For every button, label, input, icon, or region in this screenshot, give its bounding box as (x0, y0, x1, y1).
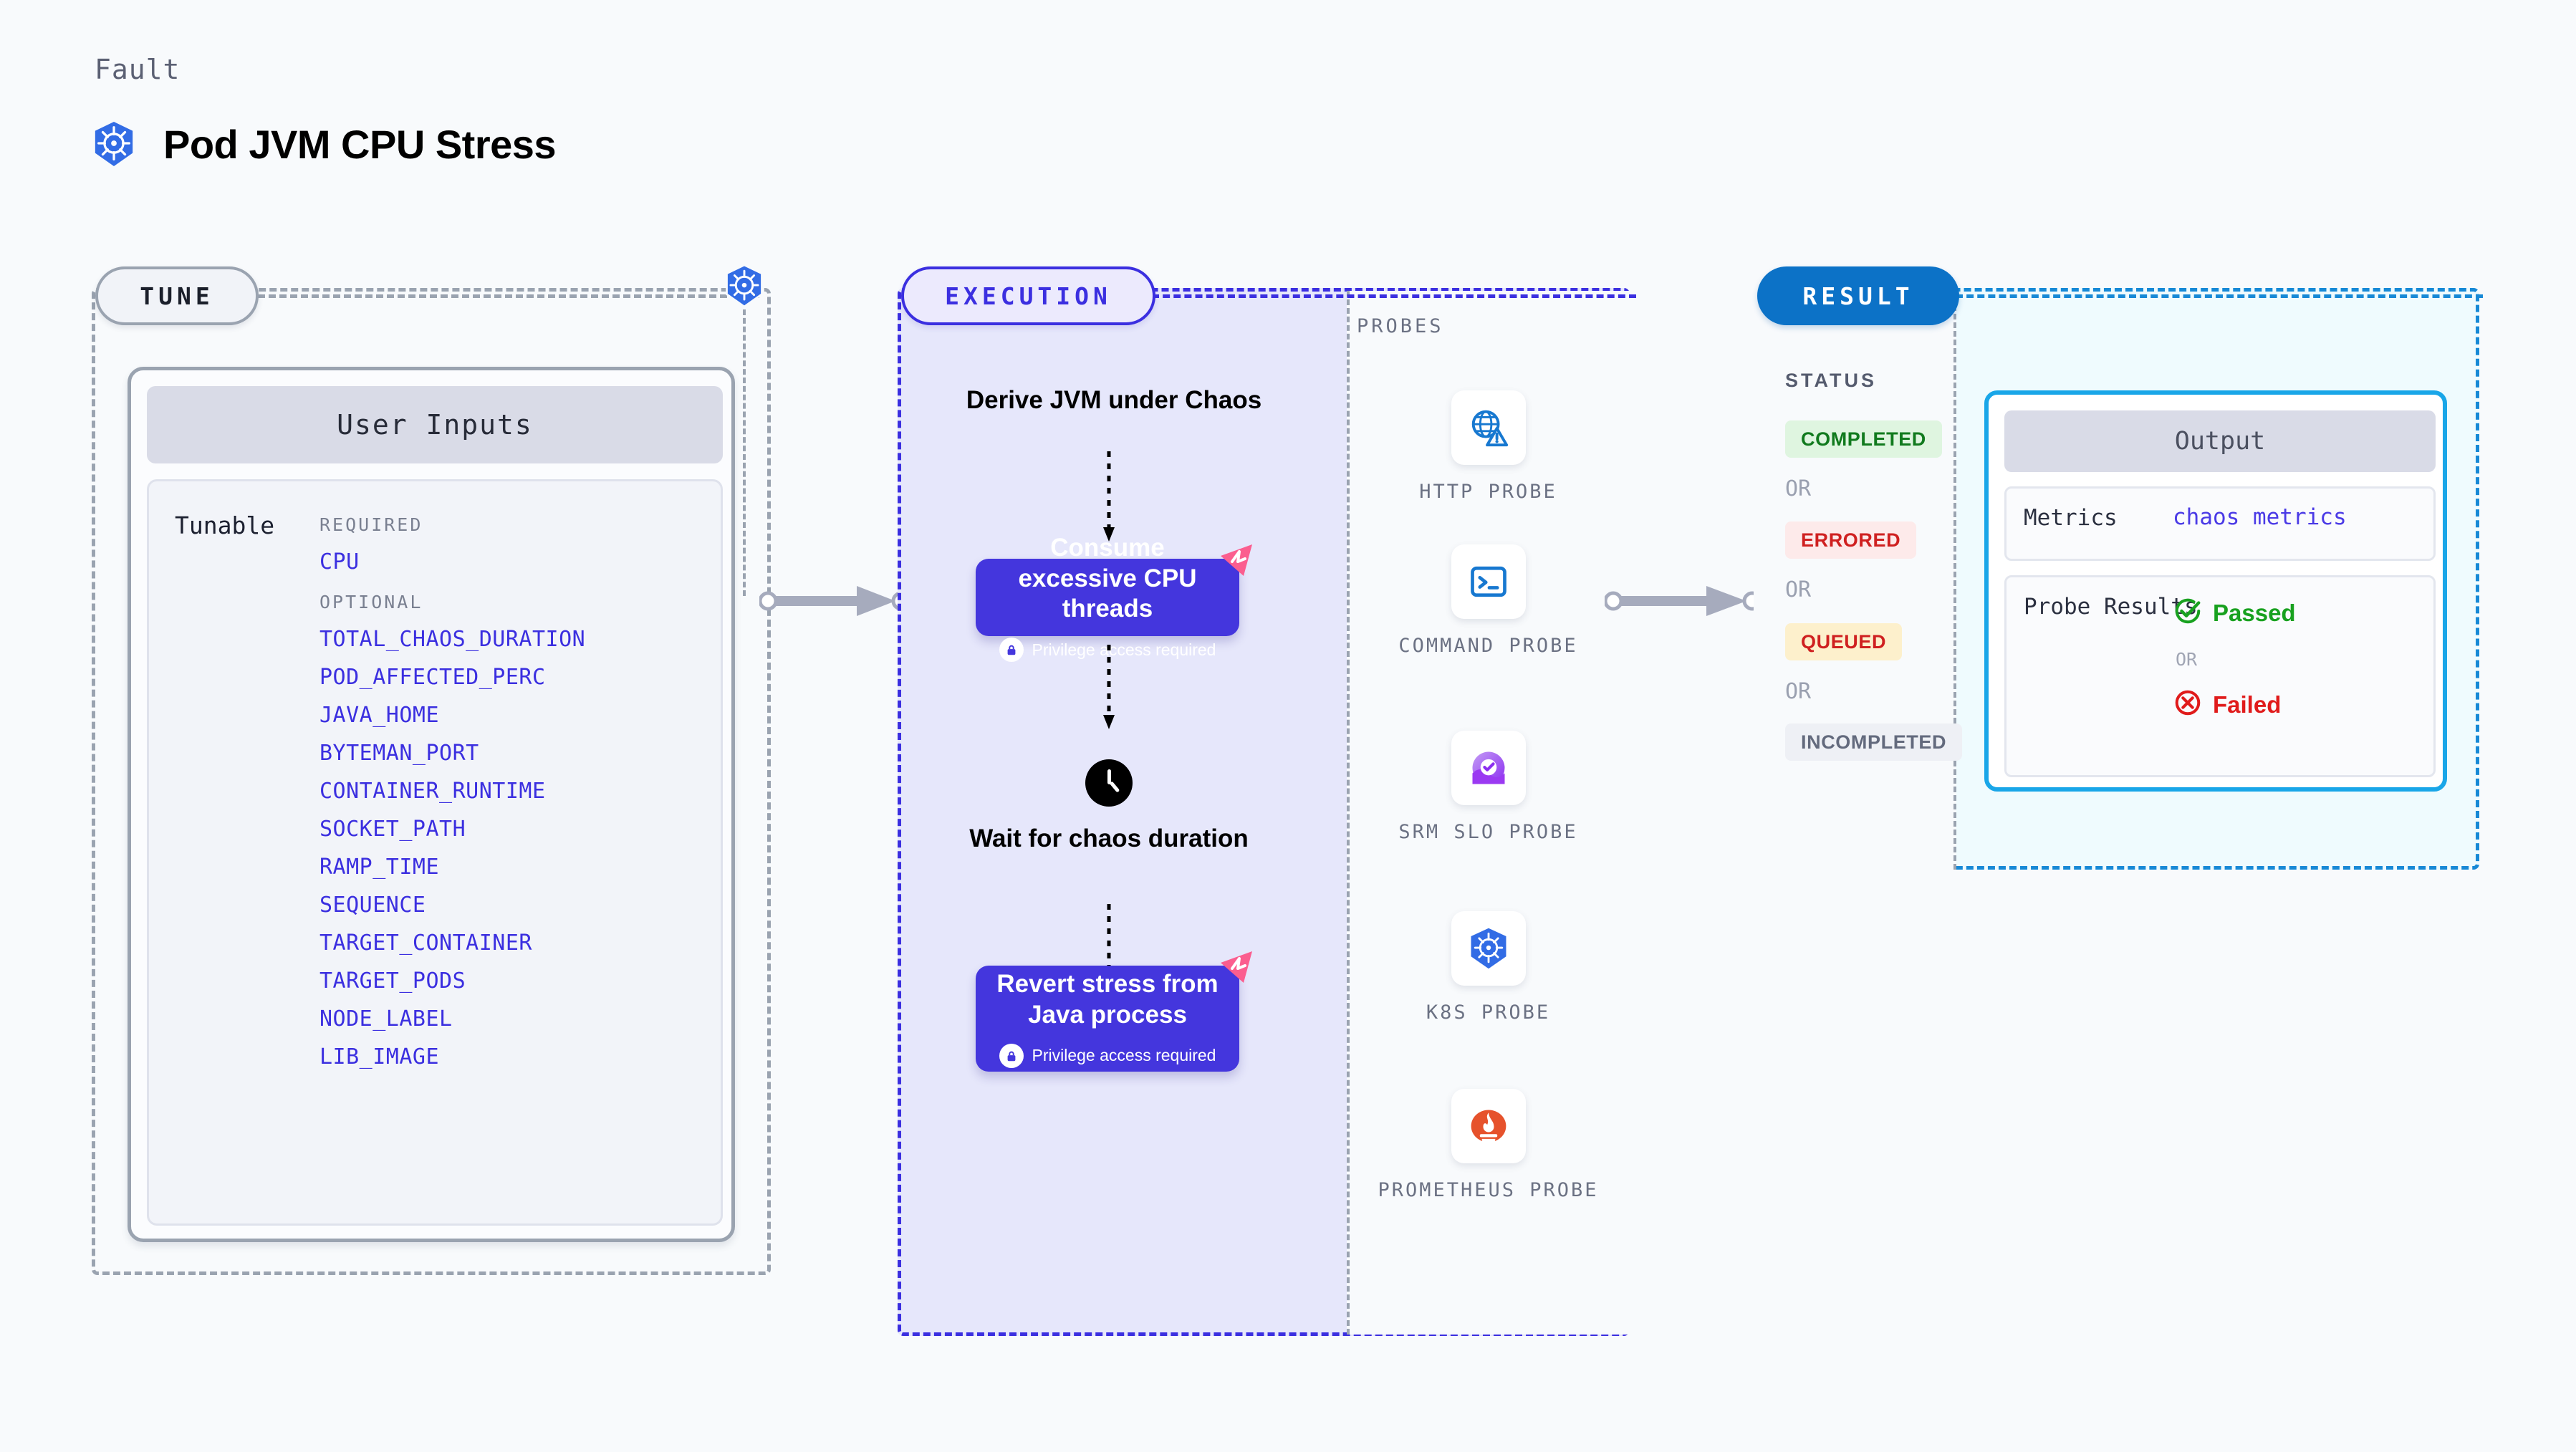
param-socket-path[interactable]: SOCKET_PATH (319, 817, 466, 842)
param-node-label[interactable]: NODE_LABEL (319, 1006, 453, 1032)
user-inputs-card: User Inputs Tunable REQUIRED CPU OPTIONA… (128, 367, 735, 1242)
page-title-row: Pod JVM CPU Stress (92, 120, 557, 168)
tunable-label: Tunable (175, 511, 275, 539)
connector-tune-to-execution (758, 582, 911, 624)
step-consume-cpu-title: Consume excessive CPU threads (1018, 533, 1197, 623)
result-status-subpanel (1754, 288, 1956, 870)
globe-warning-icon (1451, 390, 1526, 465)
probe-prometheus-label: PROMETHEUS PROBE (1378, 1179, 1599, 1201)
param-container-runtime[interactable]: CONTAINER_RUNTIME (319, 779, 546, 804)
prometheus-icon (1451, 1089, 1526, 1163)
param-lib-image[interactable]: LIB_IMAGE (319, 1044, 440, 1069)
execution-stage-pill[interactable]: EXECUTION (901, 266, 1155, 325)
chaos-flag-icon (1215, 947, 1258, 994)
page-kicker: Fault (95, 54, 181, 85)
output-row-metrics: Metrics chaos metrics (2004, 486, 2436, 561)
kubernetes-icon (1451, 911, 1526, 986)
param-total-chaos-duration[interactable]: TOTAL_CHAOS_DURATION (319, 627, 586, 652)
tune-stage-pill[interactable]: TUNE (95, 266, 259, 325)
page-title: Pod JVM CPU Stress (163, 121, 557, 167)
output-row-probe-results: Probe Results Passed OR F (2004, 575, 2436, 777)
param-cpu[interactable]: CPU (319, 549, 360, 574)
param-ramp-time[interactable]: RAMP_TIME (319, 855, 440, 880)
probe-result-passed: Passed (2173, 596, 2296, 630)
connector-execution-to-result (1603, 582, 1762, 624)
privilege-note: Privilege access required (999, 638, 1216, 663)
probes-title: PROBES (1357, 315, 1444, 337)
probe-failed-label: Failed (2213, 691, 2282, 718)
tune-badge-drop-line (743, 309, 746, 596)
status-badge-queued: QUEUED (1785, 623, 1903, 660)
probe-command-label: COMMAND PROBE (1398, 635, 1578, 657)
kubernetes-icon (724, 264, 765, 312)
srm-slo-icon (1451, 731, 1526, 805)
check-circle-icon (2173, 596, 2203, 630)
probe-http[interactable]: HTTP PROBE (1347, 390, 1630, 505)
status-badge-errored: ERRORED (1785, 521, 1917, 559)
param-byteman-port[interactable]: BYTEMAN_PORT (319, 741, 479, 766)
step-revert-stress-card[interactable]: Revert stress from Java process Privileg… (976, 951, 1252, 1072)
execution-connector-line (1152, 294, 1636, 298)
result-stage-pill[interactable]: RESULT (1757, 266, 1959, 325)
status-title: STATUS (1785, 370, 1877, 391)
clock-icon (1085, 759, 1133, 807)
privilege-note-text: Privilege access required (1032, 1046, 1216, 1065)
flow-arrow-1 (1100, 451, 1118, 547)
probe-k8s-label: K8S PROBE (1426, 1001, 1551, 1024)
param-sequence[interactable]: SEQUENCE (319, 893, 426, 918)
param-target-container[interactable]: TARGET_CONTAINER (319, 931, 532, 956)
flow-arrow-2 (1100, 645, 1118, 734)
metrics-key: Metrics (2024, 505, 2118, 531)
step-consume-cpu-card[interactable]: Consume excessive CPU threads Privilege … (976, 534, 1252, 663)
param-target-pods[interactable]: TARGET_PODS (319, 968, 466, 994)
output-card: Output Metrics chaos metrics Probe Resul… (1984, 390, 2447, 792)
x-circle-icon (2173, 688, 2203, 721)
status-badge-incompleted: INCOMPLETED (1785, 723, 1963, 761)
probe-srm-slo-label: SRM SLO PROBE (1398, 821, 1578, 843)
status-badge-completed: COMPLETED (1785, 420, 1942, 458)
terminal-icon (1451, 544, 1526, 619)
param-group-optional: OPTIONAL (319, 592, 423, 612)
probe-result-failed: Failed (2173, 688, 2281, 721)
lock-icon (999, 638, 1024, 663)
status-or-1: OR (1785, 476, 1812, 501)
status-or-3: OR (1785, 679, 1812, 704)
output-header: Output (2004, 410, 2436, 472)
probe-srm-slo[interactable]: SRM SLO PROBE (1347, 731, 1630, 845)
privilege-note: Privilege access required (999, 1043, 1216, 1068)
probe-k8s[interactable]: K8S PROBE (1347, 911, 1630, 1026)
parameter-list: REQUIRED CPU OPTIONAL TOTAL_CHAOS_DURATI… (319, 503, 706, 1085)
probe-http-label: HTTP PROBE (1419, 481, 1557, 503)
param-pod-affected-perc[interactable]: POD_AFFECTED_PERC (319, 665, 546, 690)
chaos-flag-icon (1215, 540, 1258, 587)
probe-command[interactable]: COMMAND PROBE (1347, 544, 1630, 659)
tune-stage-box (92, 288, 771, 1275)
user-inputs-body: Tunable REQUIRED CPU OPTIONAL TOTAL_CHAO… (147, 479, 723, 1226)
result-connector-line (1956, 294, 2483, 298)
step-derive-jvm-label: Derive JVM under Chaos (966, 386, 1262, 414)
status-or-2: OR (1785, 577, 1812, 602)
lock-icon (999, 1043, 1024, 1068)
step-wait-duration-label: Wait for chaos duration (969, 824, 1249, 852)
step-revert-stress-title: Revert stress from Java process (996, 970, 1219, 1029)
probe-result-or: OR (2176, 649, 2198, 670)
param-java-home[interactable]: JAVA_HOME (319, 703, 440, 728)
param-group-required: REQUIRED (319, 514, 423, 535)
metrics-value[interactable]: chaos metrics (2173, 504, 2347, 530)
probe-results-key: Probe Results (2024, 594, 2198, 620)
tune-connector-line (258, 294, 759, 298)
kubernetes-icon (92, 120, 136, 168)
probe-prometheus[interactable]: PROMETHEUS PROBE (1347, 1089, 1630, 1203)
user-inputs-header: User Inputs (147, 386, 723, 463)
probe-passed-label: Passed (2213, 599, 2296, 626)
privilege-note-text: Privilege access required (1032, 640, 1216, 659)
